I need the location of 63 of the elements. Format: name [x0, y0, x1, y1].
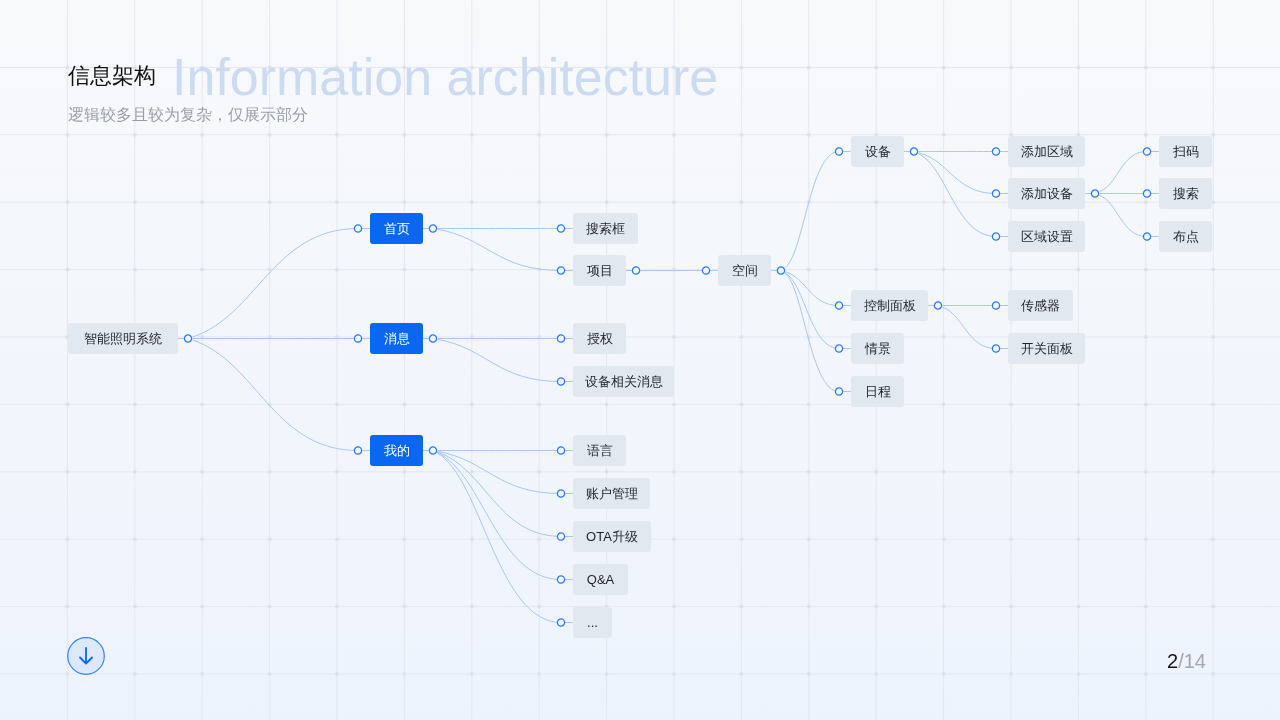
connector	[784, 147, 852, 269]
connector	[784, 272, 852, 396]
connector	[422, 224, 438, 233]
node-box: 搜索框	[573, 213, 638, 244]
connector	[422, 446, 438, 455]
connector	[437, 228, 574, 275]
node-box: 空间	[718, 255, 771, 286]
connector	[903, 147, 919, 156]
page-number: 2	[1167, 650, 1179, 673]
connector	[917, 153, 1009, 241]
node-box: 区域设置	[1008, 221, 1085, 252]
connector	[437, 224, 574, 233]
node-box: 情景	[851, 333, 904, 364]
connector	[785, 271, 852, 310]
connector	[437, 334, 574, 343]
connector	[191, 224, 371, 338]
connector	[1084, 189, 1100, 198]
connector	[436, 452, 574, 584]
connector	[927, 301, 943, 310]
node-box: ...	[573, 607, 612, 638]
connector	[177, 334, 193, 343]
node-box: 开关面板	[1008, 333, 1085, 364]
node-box: 语言	[573, 435, 626, 466]
node-box: 搜索	[1159, 178, 1212, 209]
primary-node-box: 消息	[370, 323, 423, 354]
connector	[436, 451, 574, 541]
connector	[770, 266, 786, 275]
node-box: OTA升级	[573, 521, 651, 552]
node-box: 添加区域	[1008, 136, 1085, 167]
node-box: 传感器	[1008, 290, 1073, 321]
connector	[918, 147, 1009, 156]
subtitle: 逻辑较多且较为复杂，仅展示部分	[68, 106, 308, 125]
connector	[1098, 147, 1160, 193]
connector	[422, 334, 438, 343]
title: 信息架构	[68, 63, 156, 90]
node-box: 设备相关消息	[573, 366, 674, 397]
connector	[437, 450, 574, 498]
connector	[942, 301, 1009, 310]
node-box: 项目	[573, 255, 626, 286]
connector	[1098, 194, 1160, 241]
node-box: 授权	[573, 323, 626, 354]
node-box: 账户管理	[573, 478, 650, 509]
connector	[436, 452, 574, 627]
node-box: 布点	[1159, 221, 1212, 252]
primary-node-box: 首页	[370, 213, 423, 244]
connector	[941, 306, 1009, 353]
primary-node-box: 我的	[370, 435, 423, 466]
connector	[437, 338, 574, 386]
connector	[784, 272, 852, 353]
connector	[437, 446, 574, 455]
node-box: Q&A	[573, 564, 628, 595]
connector	[192, 334, 371, 343]
node-box: 日程	[851, 376, 904, 407]
connector	[1099, 189, 1160, 198]
connector	[191, 339, 371, 455]
page-total: /14	[1178, 650, 1206, 673]
node-box: 智能照明系统	[68, 323, 178, 354]
connector	[918, 152, 1009, 198]
node-box: 控制面板	[851, 290, 928, 321]
node-box: 添加设备	[1008, 178, 1085, 209]
node-box: 设备	[851, 136, 904, 167]
node-box: 扫码	[1159, 136, 1212, 167]
connector	[625, 266, 719, 275]
